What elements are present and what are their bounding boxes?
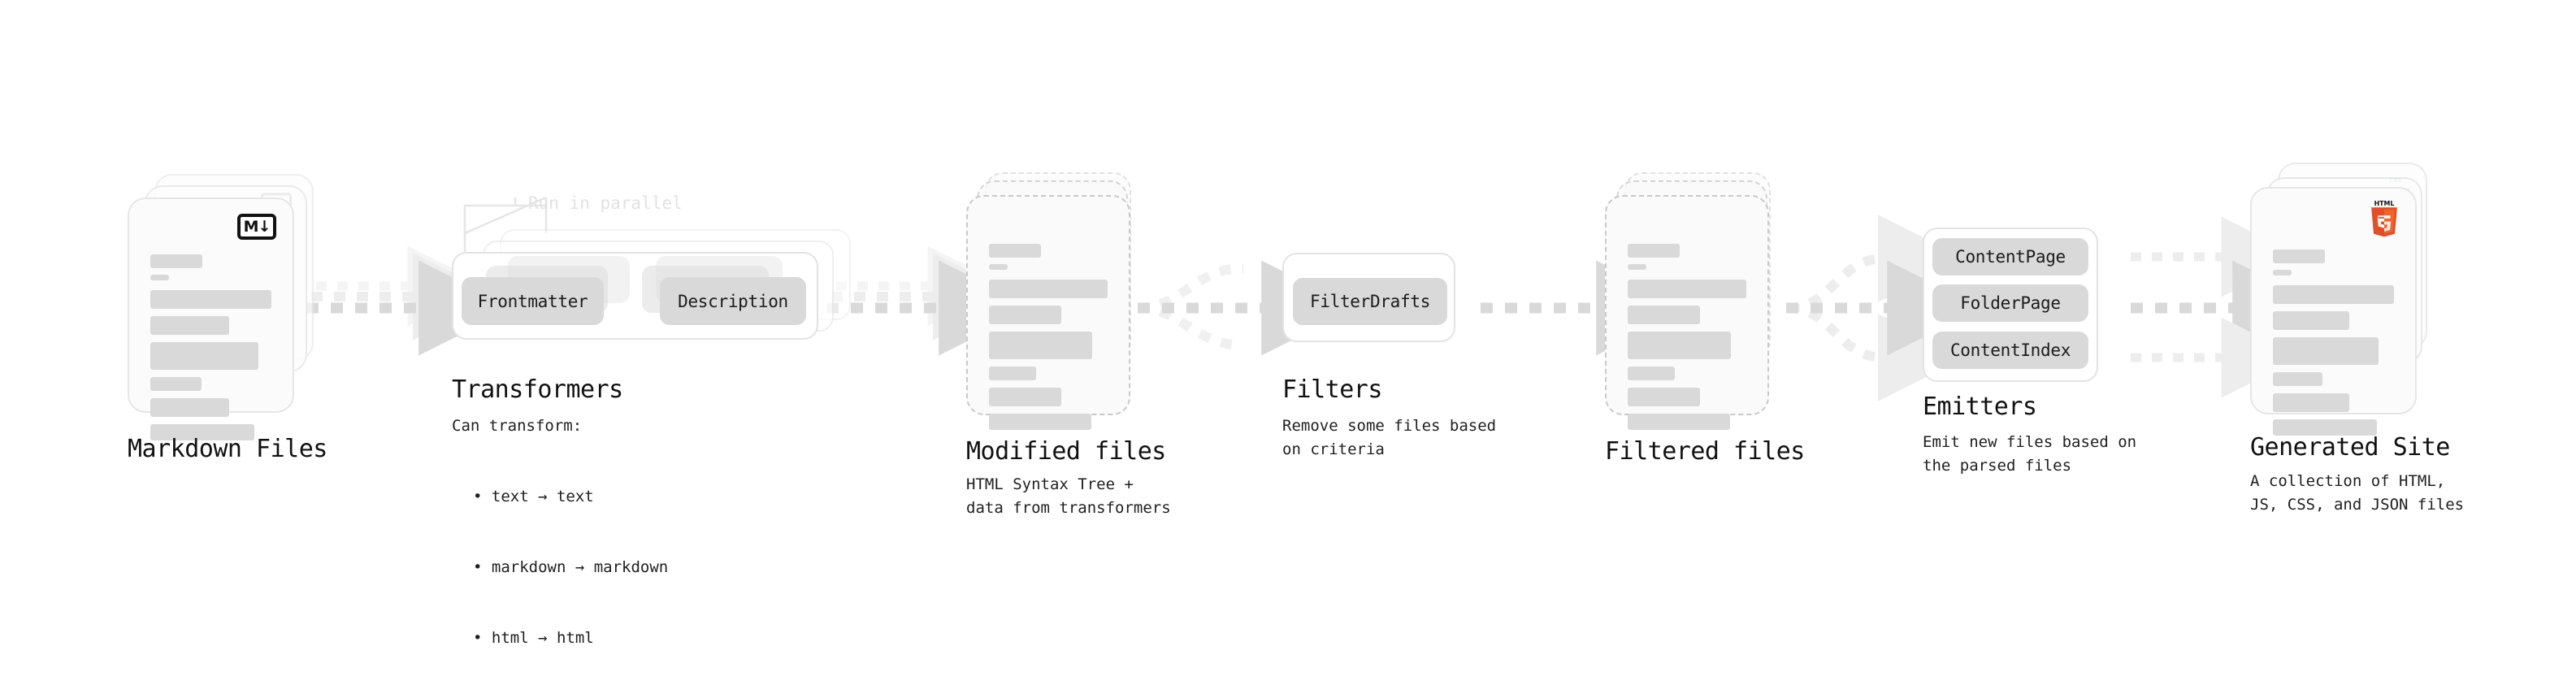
skeleton-bar — [2273, 270, 2292, 275]
skeleton-bar — [150, 316, 229, 335]
stage-subtitle-emitters: Emit new files based on the parsed files — [1923, 433, 2137, 475]
markdown-badge: M↓ — [237, 214, 276, 240]
skeleton-bar — [150, 290, 271, 309]
chip-filterdrafts[interactable]: FilterDrafts — [1293, 278, 1447, 325]
html5-badge: HTML — [2366, 198, 2402, 239]
skeleton-bar — [989, 332, 1093, 359]
stage-subtitle-modified-files: HTML Syntax Tree + data from transformer… — [966, 475, 1171, 517]
stage-subtitle-filters: Remove some files based on criteria — [1282, 417, 1497, 458]
skeleton-bar — [150, 342, 258, 370]
skeleton-bar — [989, 414, 1091, 430]
skeleton-bar — [150, 424, 255, 440]
stage-subtitle-generated-site: A collection of HTML, JS, CSS, and JSON … — [2250, 472, 2465, 514]
connector-filtered-to-emitters — [1786, 215, 1983, 401]
skeleton-bar — [2273, 393, 2349, 412]
stage-title-filtered-files: Filtered files — [1605, 437, 1805, 466]
skeleton-bar — [1628, 388, 1701, 406]
skeleton-bar — [150, 254, 202, 268]
connector-modified-to-filters — [1137, 260, 1357, 356]
skeleton-bar — [2273, 419, 2378, 436]
list-item: • text → text — [473, 488, 594, 505]
chip-contentindex[interactable]: ContentIndex — [1932, 332, 2088, 369]
list-item: • markdown → markdown — [473, 558, 669, 576]
skeleton-bar — [1628, 244, 1680, 258]
skeleton-bar — [150, 398, 229, 417]
skeleton-bar — [2273, 372, 2323, 386]
stage-title-emitters: Emitters — [1923, 393, 2037, 421]
skeleton-bar — [2273, 311, 2349, 330]
skeleton-bar — [2273, 337, 2379, 365]
skeleton-bar — [1628, 280, 1746, 298]
skeleton-bar — [989, 264, 1008, 270]
modified-card-skeleton — [989, 244, 1108, 430]
skeleton-bar — [989, 244, 1041, 258]
markdown-card-skeleton — [150, 254, 271, 440]
skeleton-bar — [2273, 285, 2394, 304]
skeleton-bar — [989, 388, 1062, 406]
skeleton-bar — [1628, 332, 1732, 359]
list-item: • html → html — [473, 629, 594, 647]
skeleton-bar — [1628, 264, 1646, 270]
stage-title-filters: Filters — [1282, 375, 1382, 404]
site-card-front[interactable]: HTML — [2250, 187, 2417, 436]
markdown-card-front[interactable]: M↓ — [128, 197, 294, 440]
skeleton-bar — [150, 377, 202, 391]
stage-title-transformers: Transformers — [452, 375, 623, 404]
transformer-capability-list: • text → text • markdown → markdown • ht… — [460, 438, 668, 681]
skeleton-bar — [2273, 249, 2325, 263]
stage-subtitle-transformers: Can transform: — [452, 417, 583, 435]
filtered-card-front[interactable] — [1605, 195, 1769, 430]
skeleton-bar — [989, 306, 1062, 324]
chip-frontmatter[interactable]: Frontmatter — [462, 277, 604, 325]
filtered-card-skeleton — [1628, 244, 1746, 430]
skeleton-bar — [1628, 306, 1701, 324]
skeleton-bar — [150, 275, 169, 280]
skeleton-bar — [989, 280, 1108, 298]
skeleton-bar — [1628, 367, 1676, 380]
connector-emitters-to-site — [2131, 216, 2328, 398]
skeleton-bar — [1628, 414, 1730, 430]
stage-title-modified-files: Modified files — [966, 437, 1166, 466]
modified-card-front[interactable] — [966, 195, 1130, 430]
chip-contentpage[interactable]: ContentPage — [1932, 238, 2088, 275]
skeleton-bar — [989, 367, 1037, 380]
svg-text:HTML: HTML — [2374, 200, 2395, 207]
stage-title-generated-site: Generated Site — [2250, 433, 2450, 462]
connector-markdown-to-transformers — [306, 245, 514, 356]
site-card-skeleton — [2273, 249, 2394, 436]
chip-folderpage[interactable]: FolderPage — [1932, 284, 2088, 322]
chip-description[interactable]: Description — [660, 277, 806, 325]
run-in-parallel-note: Run in parallel — [528, 193, 683, 213]
stage-title-markdown-files: Markdown Files — [128, 435, 327, 463]
